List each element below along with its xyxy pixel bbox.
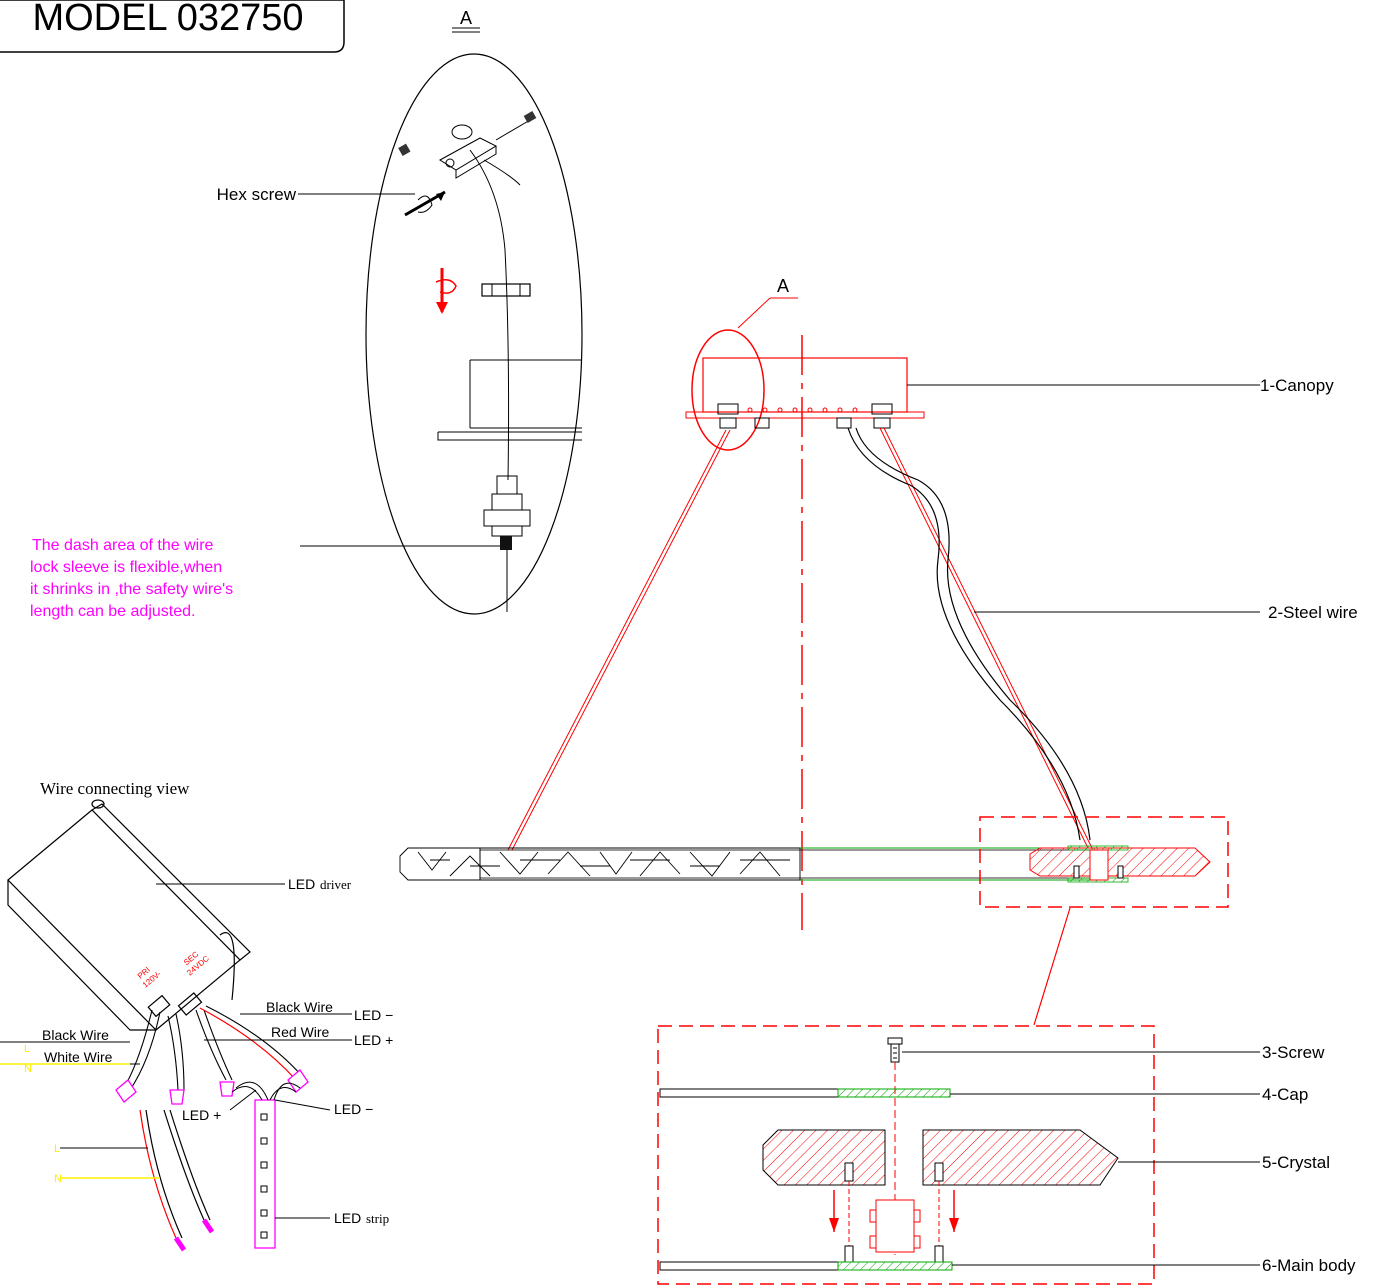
line-n-top: N <box>24 1063 32 1075</box>
nut-icon <box>481 283 531 297</box>
led-driver-suffix: driver <box>320 877 352 892</box>
crystal-pattern <box>399 847 801 881</box>
detail-label: A <box>460 8 472 28</box>
part-crystal: 5-Crystal <box>1262 1153 1330 1172</box>
fixture-main-view: A <box>399 276 1260 1026</box>
line-l-top: L <box>24 1043 30 1055</box>
led-plus-bottom: LED + <box>182 1107 221 1123</box>
line-l-bottom: L <box>54 1143 60 1155</box>
detail-a-heading: A <box>452 8 480 33</box>
led-plus-top: LED + <box>354 1032 393 1048</box>
white-wire: White Wire <box>44 1049 113 1065</box>
note-line-2: lock sleeve is flexible,when <box>30 559 222 576</box>
red-wire: Red Wire <box>271 1024 330 1040</box>
model-title: MODEL 032750 <box>32 0 303 39</box>
note-line-3: it shrinks in ,the safety wire's <box>30 581 233 598</box>
rotate-arrow-icon <box>435 268 457 314</box>
wire-gripper-icon <box>483 475 531 612</box>
hex-screw-label: Hex screw <box>217 185 297 204</box>
led-strip-icon <box>254 1099 276 1249</box>
part-screw: 3-Screw <box>1262 1043 1325 1062</box>
note-line-4: length can be adjusted. <box>30 603 195 620</box>
allen-key-icon <box>404 190 446 217</box>
detail-marker: A <box>777 276 789 296</box>
part-labels: 1-Canopy 2-Steel wire 3-Screw 4-Cap 5-Cr… <box>1260 376 1358 1275</box>
detail-a-ellipse <box>365 53 583 615</box>
wiring-diagram: LED driver PRI 120V- SEC 24VDC <box>0 799 393 1252</box>
led-minus-top: LED − <box>354 1007 393 1023</box>
part-cap: 4-Cap <box>1262 1085 1308 1104</box>
line-n-bottom: N <box>54 1173 62 1185</box>
part-steel-wire: 2-Steel wire <box>1268 603 1358 622</box>
part-main-body: 6-Main body <box>1262 1256 1356 1275</box>
model-title-box: MODEL 032750 <box>0 0 345 53</box>
black-wire-right: Black Wire <box>266 999 333 1015</box>
led-driver-icon <box>7 799 251 1031</box>
screw-icon <box>887 1037 903 1063</box>
led-strip-suffix: strip <box>366 1211 389 1226</box>
adjustment-note: The dash area of the wire lock sleeve is… <box>30 537 233 620</box>
hex-fitting-icon <box>398 111 537 179</box>
led-minus-bottom: LED − <box>334 1101 373 1117</box>
exploded-detail-view <box>657 1025 1260 1285</box>
led-strip-label: LED <box>334 1210 361 1226</box>
part-canopy: 1-Canopy <box>1260 376 1334 395</box>
led-driver-label: LED <box>288 876 315 892</box>
note-line-1: The dash area of the wire <box>32 537 214 554</box>
wire-view-title: Wire connecting view <box>40 779 190 798</box>
black-wire-left: Black Wire <box>42 1027 109 1043</box>
